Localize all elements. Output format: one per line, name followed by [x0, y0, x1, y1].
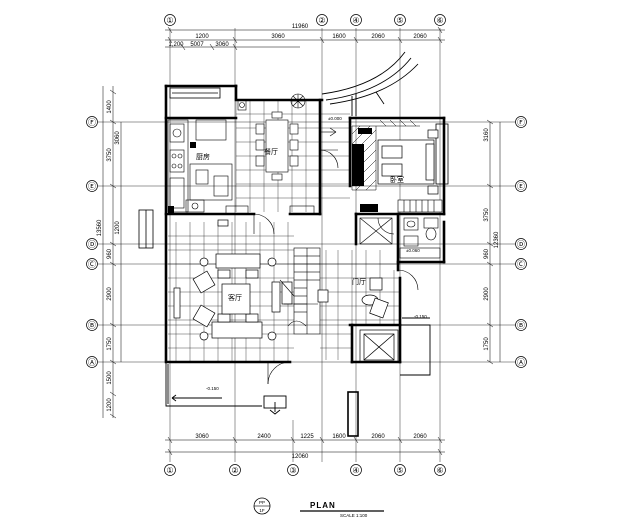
dim-left-5: 960	[107, 248, 113, 259]
dim-right-5: 1750	[484, 337, 490, 351]
axis-right-d: Ⓓ	[517, 240, 525, 249]
axis-left-f: Ⓕ	[88, 118, 96, 127]
axis-right-f: Ⓕ	[517, 118, 525, 127]
shaft-box	[359, 329, 399, 363]
dim-left-total: 13560	[97, 219, 103, 236]
dim-left-7: 1750	[107, 337, 113, 351]
dim-top-6: 1,200	[168, 42, 184, 48]
axis-bottom-6: ⑥	[436, 466, 443, 475]
title-badge-bottom: 1F	[259, 508, 265, 513]
right-dim-ticks	[486, 119, 494, 365]
axis-left-e: Ⓔ	[88, 182, 96, 191]
axis-top-1: ①	[166, 16, 173, 25]
axis-right-c: Ⓒ	[517, 260, 525, 269]
axis-bottom-3: ③	[289, 466, 296, 475]
cabinet-icon	[237, 99, 247, 111]
dim-bottom-1: 3060	[195, 434, 209, 440]
window-lines	[138, 87, 449, 249]
plan-scale: SCALE 1:100	[340, 513, 368, 518]
level-mark-3: -0.150	[414, 314, 427, 319]
level-mark-2: -0.150	[206, 386, 219, 391]
bathroom-fixtures	[359, 217, 441, 259]
room-label-bedroom: 卧室	[390, 175, 404, 184]
living-furniture	[173, 219, 293, 341]
axis-left-c: Ⓒ	[88, 260, 96, 269]
axis-left-b: Ⓑ	[88, 321, 96, 330]
bedroom-bed	[377, 129, 439, 195]
dim-top-7: 5007	[190, 42, 204, 48]
room-label-hall: 门厅	[352, 277, 366, 286]
axis-bottom-2: ②	[231, 466, 238, 475]
bedroom-dark-block	[352, 128, 378, 212]
dim-top-8: 3060	[215, 42, 229, 48]
room-label-living: 客厅	[228, 293, 242, 302]
dim-left-1: 1400	[107, 100, 113, 114]
dim-right-4: 2900	[484, 287, 490, 301]
dining-table-set	[255, 111, 299, 181]
axis-right-a: Ⓐ	[517, 358, 525, 367]
dim-left-9: 1200	[107, 398, 113, 412]
grid-lines	[98, 28, 520, 462]
axis-top-2: ②	[318, 16, 325, 25]
porch	[165, 317, 431, 437]
axis-left-d: Ⓓ	[88, 240, 96, 249]
axis-right-e: Ⓔ	[517, 182, 525, 191]
curved-steps	[321, 51, 419, 116]
dim-top-5: 2060	[413, 34, 427, 40]
dim-bottom-overall: 12060	[292, 454, 309, 460]
right-dimensions	[489, 122, 501, 362]
room-label-kitchen: 厨房	[196, 152, 210, 161]
axis-top-6: ⑥	[436, 16, 443, 25]
axis-bottom-4: ④	[352, 466, 359, 475]
top-axis-bubbles	[164, 14, 446, 26]
dim-bottom-4: 1600	[332, 434, 346, 440]
dim-top-overall: 11960	[292, 24, 309, 30]
right-axis-bubbles	[515, 116, 527, 368]
doors	[253, 127, 419, 385]
axis-top-5: ⑤	[396, 16, 403, 25]
kitchen-fixtures	[167, 119, 315, 215]
dim-top-4: 2060	[371, 34, 385, 40]
wardrobe	[397, 199, 443, 213]
hall-chairs	[317, 277, 389, 319]
staircase	[279, 247, 321, 335]
dim-bottom-5: 2060	[371, 434, 385, 440]
dim-right-total: 12360	[494, 231, 500, 248]
left-dimensions	[102, 86, 122, 418]
dim-right-3: 960	[484, 248, 490, 259]
dim-bottom-3: 1225	[300, 434, 314, 440]
top-dimensions	[165, 26, 445, 51]
dim-left-8: 1500	[107, 371, 113, 385]
bottom-dimensions	[165, 436, 445, 456]
bottom-axis-bubbles	[164, 464, 446, 476]
axis-bottom-1: ①	[166, 466, 173, 475]
dim-left-4: 1200	[115, 221, 121, 235]
title-badge-top: PP	[259, 500, 265, 505]
dim-left-6: 2900	[107, 287, 113, 301]
dim-bottom-6: 2060	[413, 434, 427, 440]
level-mark-1: ±0.000	[328, 116, 342, 121]
plant-icon	[290, 93, 306, 109]
axis-left-a: Ⓐ	[88, 358, 96, 367]
dim-left-3: 3750	[107, 148, 113, 162]
axis-bottom-5: ⑤	[396, 466, 403, 475]
title-badge	[253, 497, 271, 515]
dim-left-2: 3060	[115, 131, 121, 145]
dim-right-2: 3750	[484, 208, 490, 222]
dim-top-2: 3060	[271, 34, 285, 40]
axis-right-b: Ⓑ	[517, 321, 525, 330]
room-label-dining: 餐厅	[264, 147, 278, 156]
axis-top-4: ④	[352, 16, 359, 25]
dim-bottom-2: 2400	[257, 434, 271, 440]
plan-title: PLAN	[310, 501, 336, 510]
kitchen-blocks	[168, 142, 196, 214]
dim-top-3: 1600	[332, 34, 346, 40]
level-mark-4: ±0.060	[406, 248, 420, 253]
dim-top-1: 1200	[195, 34, 209, 40]
left-axis-bubbles	[86, 116, 98, 368]
dim-right-1: 3160	[484, 128, 490, 142]
left-dim-ticks	[109, 89, 117, 419]
